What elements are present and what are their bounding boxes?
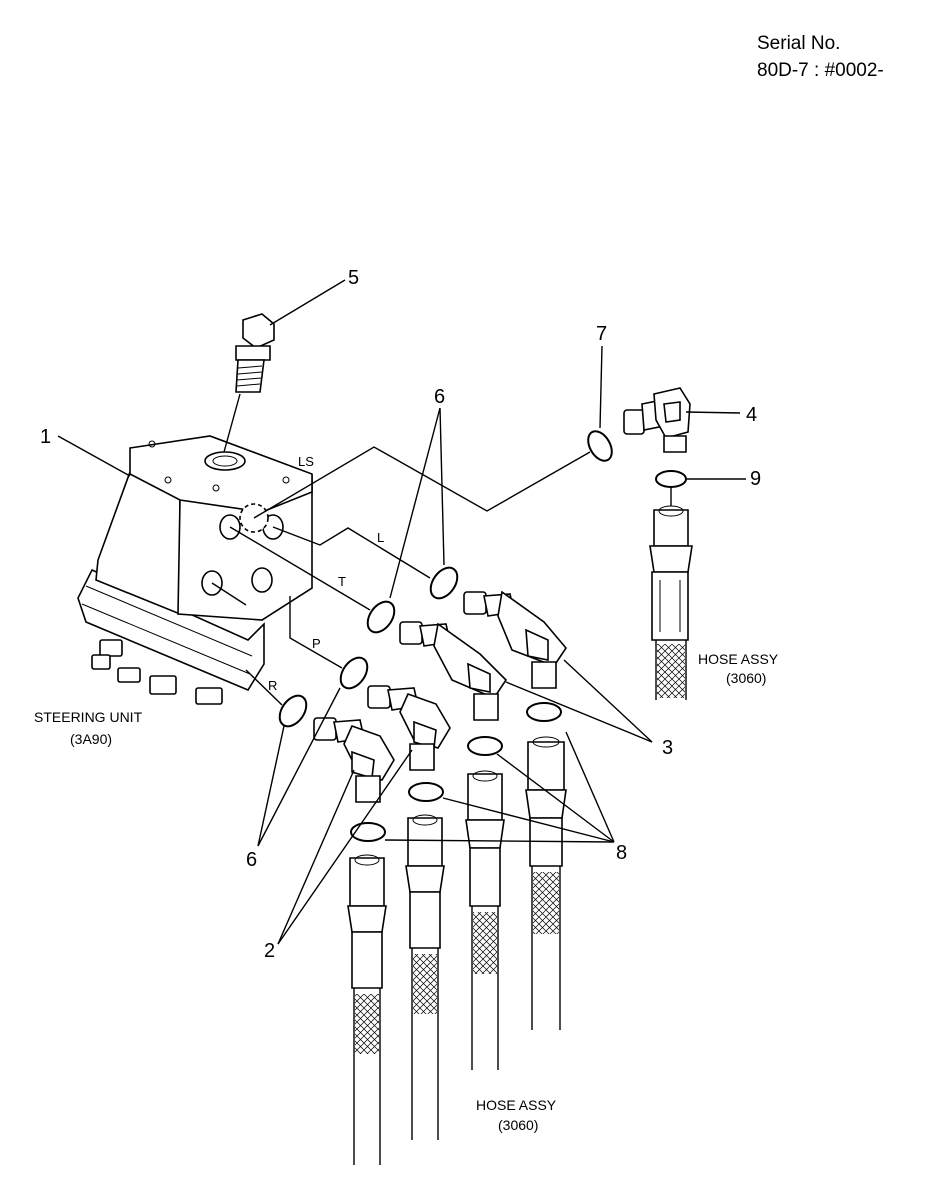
serial-number: 80D-7 : #0002- <box>757 60 884 81</box>
leader-lines <box>57 279 746 945</box>
callout-5: 5 <box>348 267 359 289</box>
bolt <box>235 313 275 393</box>
hose-assy-1 <box>347 854 387 1165</box>
hose-assy-4 <box>525 736 567 1030</box>
callout-6-bottom: 6 <box>246 849 257 871</box>
port-label-r: R <box>268 678 277 693</box>
hose-assy-bottom-label: HOSE ASSY <box>476 1097 557 1113</box>
port-label-ls: LS <box>298 454 314 469</box>
elbow-fitting-4 <box>623 387 691 453</box>
port-label-l: L <box>377 530 384 545</box>
callout-1: 1 <box>40 426 51 448</box>
connection-lines <box>211 393 672 706</box>
callout-2: 2 <box>264 940 275 962</box>
elbow-fitting-2b <box>313 717 395 803</box>
callout-3: 3 <box>662 737 673 759</box>
hose-assy-right <box>649 505 693 700</box>
hose-assy-bottom-code: (3060) <box>498 1117 538 1133</box>
elbow-fitting-2a <box>367 685 451 771</box>
callout-9: 9 <box>750 468 761 490</box>
callout-4: 4 <box>746 404 757 426</box>
port-label-p: P <box>312 636 321 651</box>
hose-assy-2 <box>405 814 445 1140</box>
steering-unit-code: (3A90) <box>70 731 112 747</box>
callout-6-top: 6 <box>434 386 445 408</box>
hose-assy-3 <box>465 770 505 1070</box>
elbow-fitting-3b <box>399 621 508 721</box>
callout-7: 7 <box>596 323 607 345</box>
o-rings <box>278 430 687 842</box>
hose-assy-right-code: (3060) <box>726 670 766 686</box>
elbow-fitting-3a <box>463 590 567 689</box>
steering-unit-label: STEERING UNIT <box>34 709 143 725</box>
hose-assy-right-label: HOSE ASSY <box>698 651 779 667</box>
serial-label: Serial No. <box>757 33 840 54</box>
steering-unit <box>77 435 313 705</box>
port-label-t: T <box>338 574 346 589</box>
callout-8: 8 <box>616 842 627 864</box>
